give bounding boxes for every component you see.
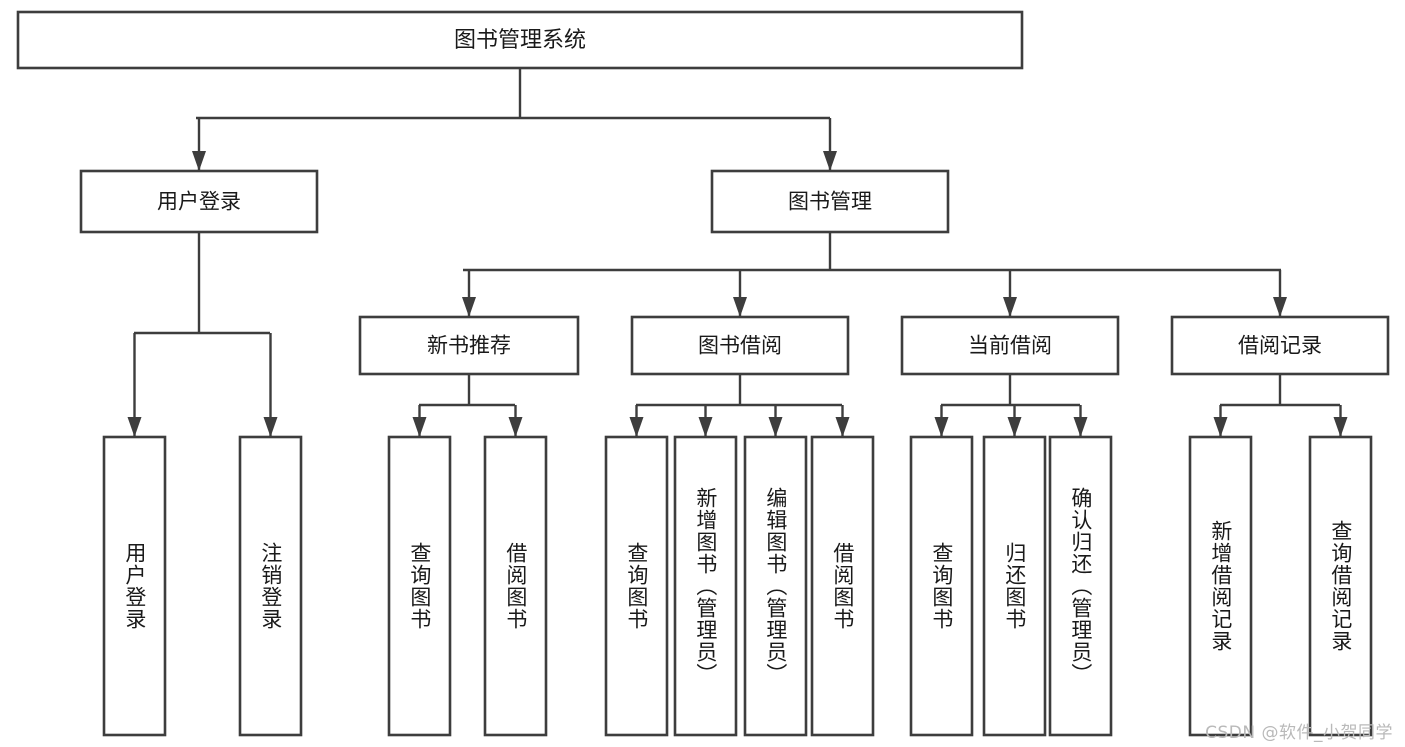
node-l3-借阅记录[interactable] [1170, 315, 1390, 376]
new-book-bus-arrow-1 [508, 417, 523, 437]
leaf-box-11-新增借阅记录[interactable] [1188, 435, 1253, 737]
leaf-box-1-注销登录[interactable] [238, 435, 303, 737]
node-label-l3-当前借阅: 当前借阅 [968, 334, 1052, 358]
record-bus-arrow-1 [1333, 417, 1348, 437]
leaf-box-12-查询借阅记录[interactable] [1308, 435, 1373, 737]
node-label-l3-新书推荐: 新书推荐 [427, 334, 511, 358]
borrow-bus-arrow-0 [629, 417, 644, 437]
root-bus-arrow-1 [823, 151, 837, 171]
current-bus-arrow-0 [934, 417, 949, 437]
node-label-l2-用户登录: 用户登录 [157, 190, 241, 214]
current-bus-arrow-1 [1007, 417, 1022, 437]
leaf-box-4-查询图书[interactable] [604, 435, 669, 737]
leaf-box-7-借阅图书[interactable] [810, 435, 875, 737]
leaf-box-3-借阅图书[interactable] [483, 435, 548, 737]
new-book-bus-arrow-0 [412, 417, 427, 437]
node-label-root: 图书管理系统 [454, 28, 586, 53]
borrow-bus-arrow-3 [835, 417, 850, 437]
leaf-box-2-查询图书[interactable] [387, 435, 452, 737]
leaf-box-6-编辑图书管理员[interactable] [743, 435, 808, 737]
node-l3-当前借阅[interactable] [900, 315, 1120, 376]
boxes-layer [16, 10, 1390, 737]
node-l2-用户登录[interactable] [79, 169, 319, 234]
borrow-bus-arrow-2 [768, 417, 783, 437]
leaf-box-5-新增图书管理员[interactable] [673, 435, 738, 737]
node-l2-图书管理[interactable] [710, 169, 950, 234]
book-mgmt-bus-arrow-3 [1273, 297, 1287, 317]
node-label-l3-图书借阅: 图书借阅 [698, 334, 782, 358]
leaf-box-0-用户登录[interactable] [102, 435, 167, 737]
book-mgmt-bus-arrow-1 [733, 297, 747, 317]
node-l3-图书借阅[interactable] [630, 315, 850, 376]
leaf-box-10-确认归还管理员[interactable] [1048, 435, 1113, 737]
node-label-l3-借阅记录: 借阅记录 [1238, 334, 1322, 358]
node-label-l2-图书管理: 图书管理 [788, 190, 872, 214]
user-login-bus-arrow-0 [127, 417, 142, 437]
node-root-图书管理系统[interactable] [16, 10, 1024, 70]
current-bus-arrow-2 [1073, 417, 1088, 437]
record-bus-arrow-0 [1213, 417, 1228, 437]
book-mgmt-bus-arrow-2 [1003, 297, 1017, 317]
leaf-box-9-归还图书[interactable] [982, 435, 1047, 737]
leaf-box-8-查询图书[interactable] [909, 435, 974, 737]
csdn-watermark: CSDN @软件_小贺同学 [1205, 723, 1393, 743]
node-l3-新书推荐[interactable] [358, 315, 580, 376]
connectors-layer [127, 68, 1348, 437]
borrow-bus-arrow-1 [698, 417, 713, 437]
book-mgmt-bus-arrow-0 [462, 297, 476, 317]
user-login-bus-arrow-1 [263, 417, 278, 437]
root-bus-arrow-0 [192, 151, 206, 171]
